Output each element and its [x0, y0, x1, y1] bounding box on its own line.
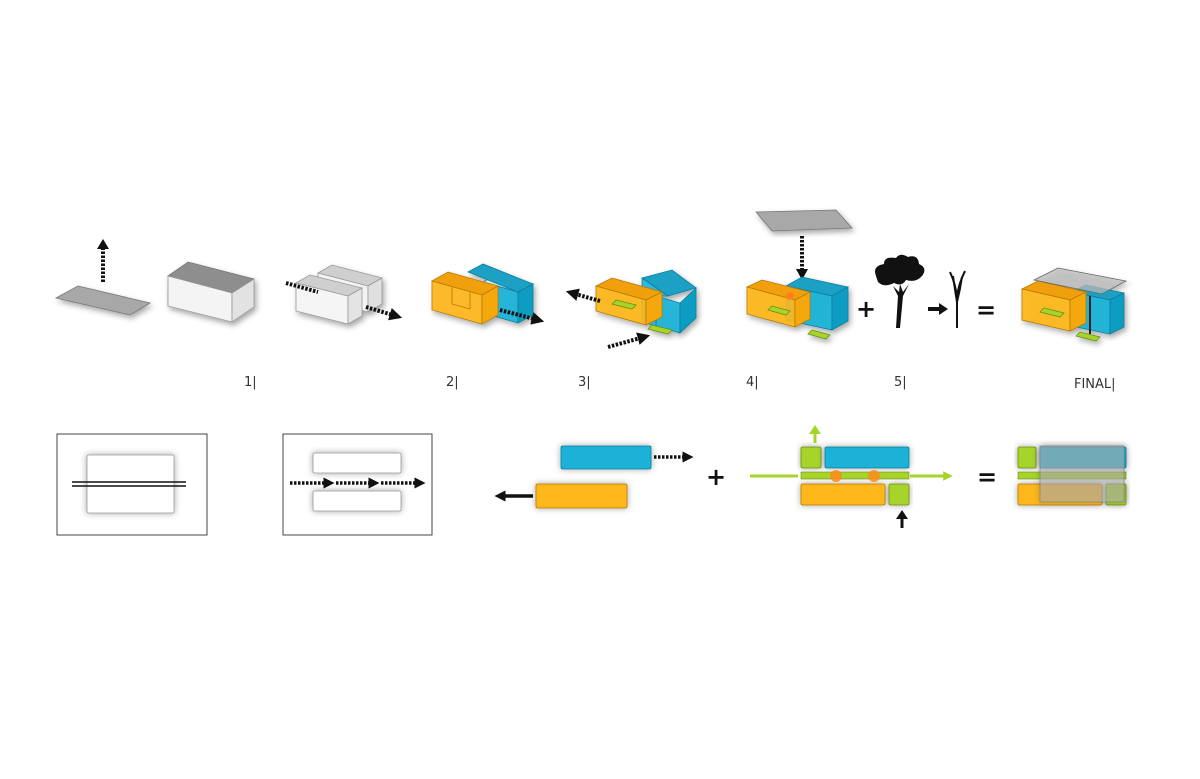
up-arrow-icon [809, 425, 821, 443]
pull-arrow-icon [565, 288, 651, 349]
step-label-5: 5| [894, 375, 907, 390]
equals-symbol-plan: = [977, 463, 997, 491]
program-frames-step2 [430, 263, 535, 325]
solid-mass-box [167, 261, 255, 323]
final-composite-massing [1020, 267, 1128, 342]
step-label-1: 1| [244, 375, 257, 390]
program-frames-step4 [745, 276, 850, 340]
plan-single-axis [56, 433, 208, 536]
plan-final-overlay [1017, 445, 1127, 506]
program-frames-step3 [594, 269, 697, 335]
plan-offset-bars [494, 445, 694, 509]
site-slab-icon [54, 285, 152, 316]
step-label-4: 4| [746, 375, 759, 390]
push-arrow-icon [499, 308, 545, 325]
roof-slab-icon [755, 209, 853, 232]
right-arrow-icon [928, 303, 948, 315]
split-mass-boxes [294, 264, 384, 325]
plus-symbol-plan: + [706, 463, 726, 491]
up-arrow-icon [896, 510, 908, 528]
up-arrow-icon [97, 239, 109, 282]
step-label-final: FINAL| [1074, 377, 1116, 392]
plus-symbol: + [856, 295, 876, 323]
equals-symbol: = [976, 296, 996, 324]
branch-column-icon [949, 270, 966, 328]
push-arrow-icon [285, 281, 403, 321]
down-arrow-icon [796, 236, 808, 280]
step-label-3: 3| [578, 375, 591, 390]
plan-split-axis [282, 433, 433, 536]
tree-icon [875, 254, 925, 328]
plan-green-circulation [750, 425, 953, 528]
step-label-2: 2| [446, 375, 459, 390]
